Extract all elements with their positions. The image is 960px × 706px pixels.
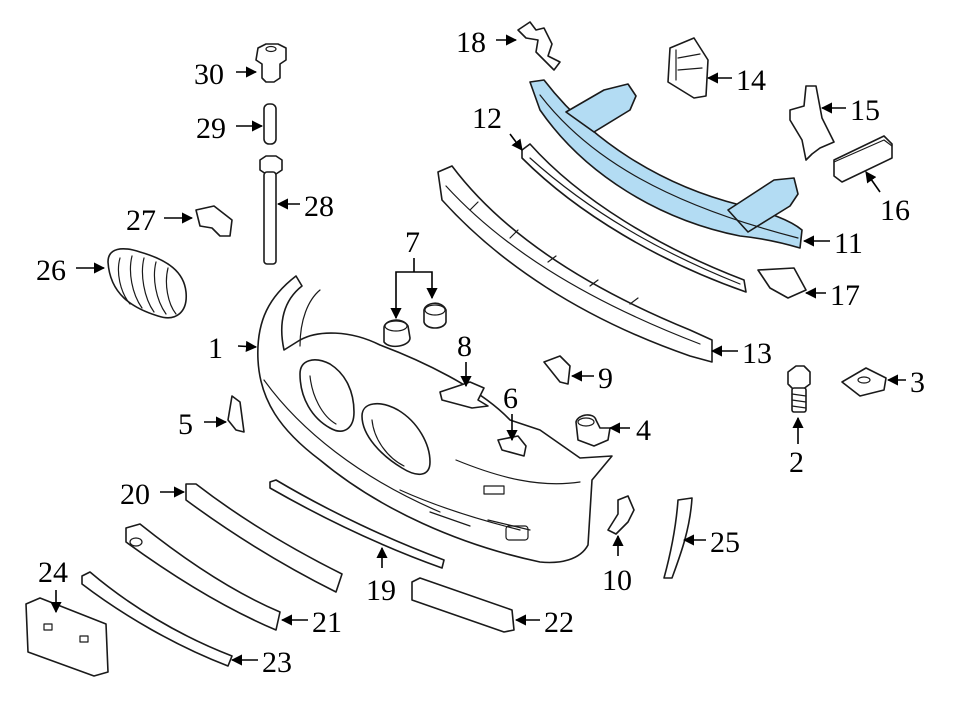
callout-5: 5: [178, 408, 193, 441]
callout-28: 28: [304, 190, 334, 223]
callout-3: 3: [910, 366, 925, 399]
callout-7: 7: [405, 226, 420, 259]
callout-14: 14: [736, 64, 766, 97]
callout-20: 20: [120, 478, 150, 511]
reinforcement-upper-bracket: [565, 83, 637, 133]
callout-13: 13: [742, 337, 772, 370]
reinforcement-lower-bracket: [727, 177, 799, 233]
part-2-bolt[interactable]: [787, 365, 811, 413]
part-24-license-plate-bracket[interactable]: [25, 597, 109, 677]
callout-17: 17: [830, 279, 860, 312]
part-17-cover[interactable]: [757, 267, 807, 299]
part-1-bumper-cover[interactable]: [257, 275, 613, 564]
callout-6: 6: [503, 382, 518, 415]
callout-26: 26: [36, 254, 66, 287]
left-grille-opening: [299, 359, 355, 432]
part-16-block[interactable]: [833, 135, 893, 183]
part-4-holder[interactable]: [575, 414, 611, 447]
part-9-bracket[interactable]: [543, 355, 571, 385]
part-21-molding[interactable]: [125, 523, 281, 631]
callout-15: 15: [850, 94, 880, 127]
part-29-pin[interactable]: [263, 103, 277, 145]
callout-4: 4: [636, 414, 651, 447]
callout-18: 18: [456, 26, 486, 59]
callout-11: 11: [834, 227, 863, 260]
callout-19: 19: [366, 574, 396, 607]
callout-16: 16: [880, 194, 910, 227]
callout-21: 21: [312, 606, 342, 639]
callout-30: 30: [194, 58, 224, 91]
callout-24: 24: [38, 556, 68, 589]
part-26-grille[interactable]: [107, 248, 187, 319]
part-5-clip[interactable]: [227, 395, 245, 433]
callout-12: 12: [472, 102, 502, 135]
part-3-nut[interactable]: [841, 367, 887, 397]
callout-27: 27: [126, 204, 156, 237]
callout-29: 29: [196, 112, 226, 145]
part-25-side-strip[interactable]: [663, 497, 693, 579]
part-27-bracket[interactable]: [195, 205, 233, 237]
callout-25: 25: [710, 526, 740, 559]
callout-2: 2: [789, 446, 804, 479]
part-10-bracket[interactable]: [607, 495, 635, 535]
callout-9: 9: [598, 362, 613, 395]
callout-labels: 1 2 3 4 5 6 7 8 9 10 11 12 13 14 15 16 1…: [36, 26, 925, 679]
part-28-bolt[interactable]: [259, 155, 283, 265]
part-19-strip[interactable]: [269, 479, 445, 569]
part-12-upper-absorber[interactable]: [521, 143, 747, 293]
callout-8: 8: [457, 330, 472, 363]
reinforcement-bar-edge: [539, 94, 799, 239]
callout-1: 1: [208, 332, 223, 365]
part-15-mounting-strip[interactable]: [789, 85, 835, 161]
part-8-bracket[interactable]: [439, 381, 489, 409]
part-7-bushings[interactable]: [383, 302, 447, 348]
part-20-molding[interactable]: [185, 483, 343, 593]
part-14-bracket[interactable]: [667, 37, 709, 99]
part-18-clip[interactable]: [517, 21, 561, 71]
right-grille-opening: [361, 403, 431, 475]
leader-lines: [50, 34, 906, 666]
callout-22: 22: [544, 606, 574, 639]
callout-23: 23: [262, 646, 292, 679]
part-22-cover[interactable]: [411, 577, 515, 633]
part-30-cap-nut[interactable]: [255, 43, 287, 83]
part-11-bumper-reinforcement[interactable]: [529, 79, 803, 249]
part-23-strip[interactable]: [81, 571, 233, 667]
callout-10: 10: [602, 564, 632, 597]
